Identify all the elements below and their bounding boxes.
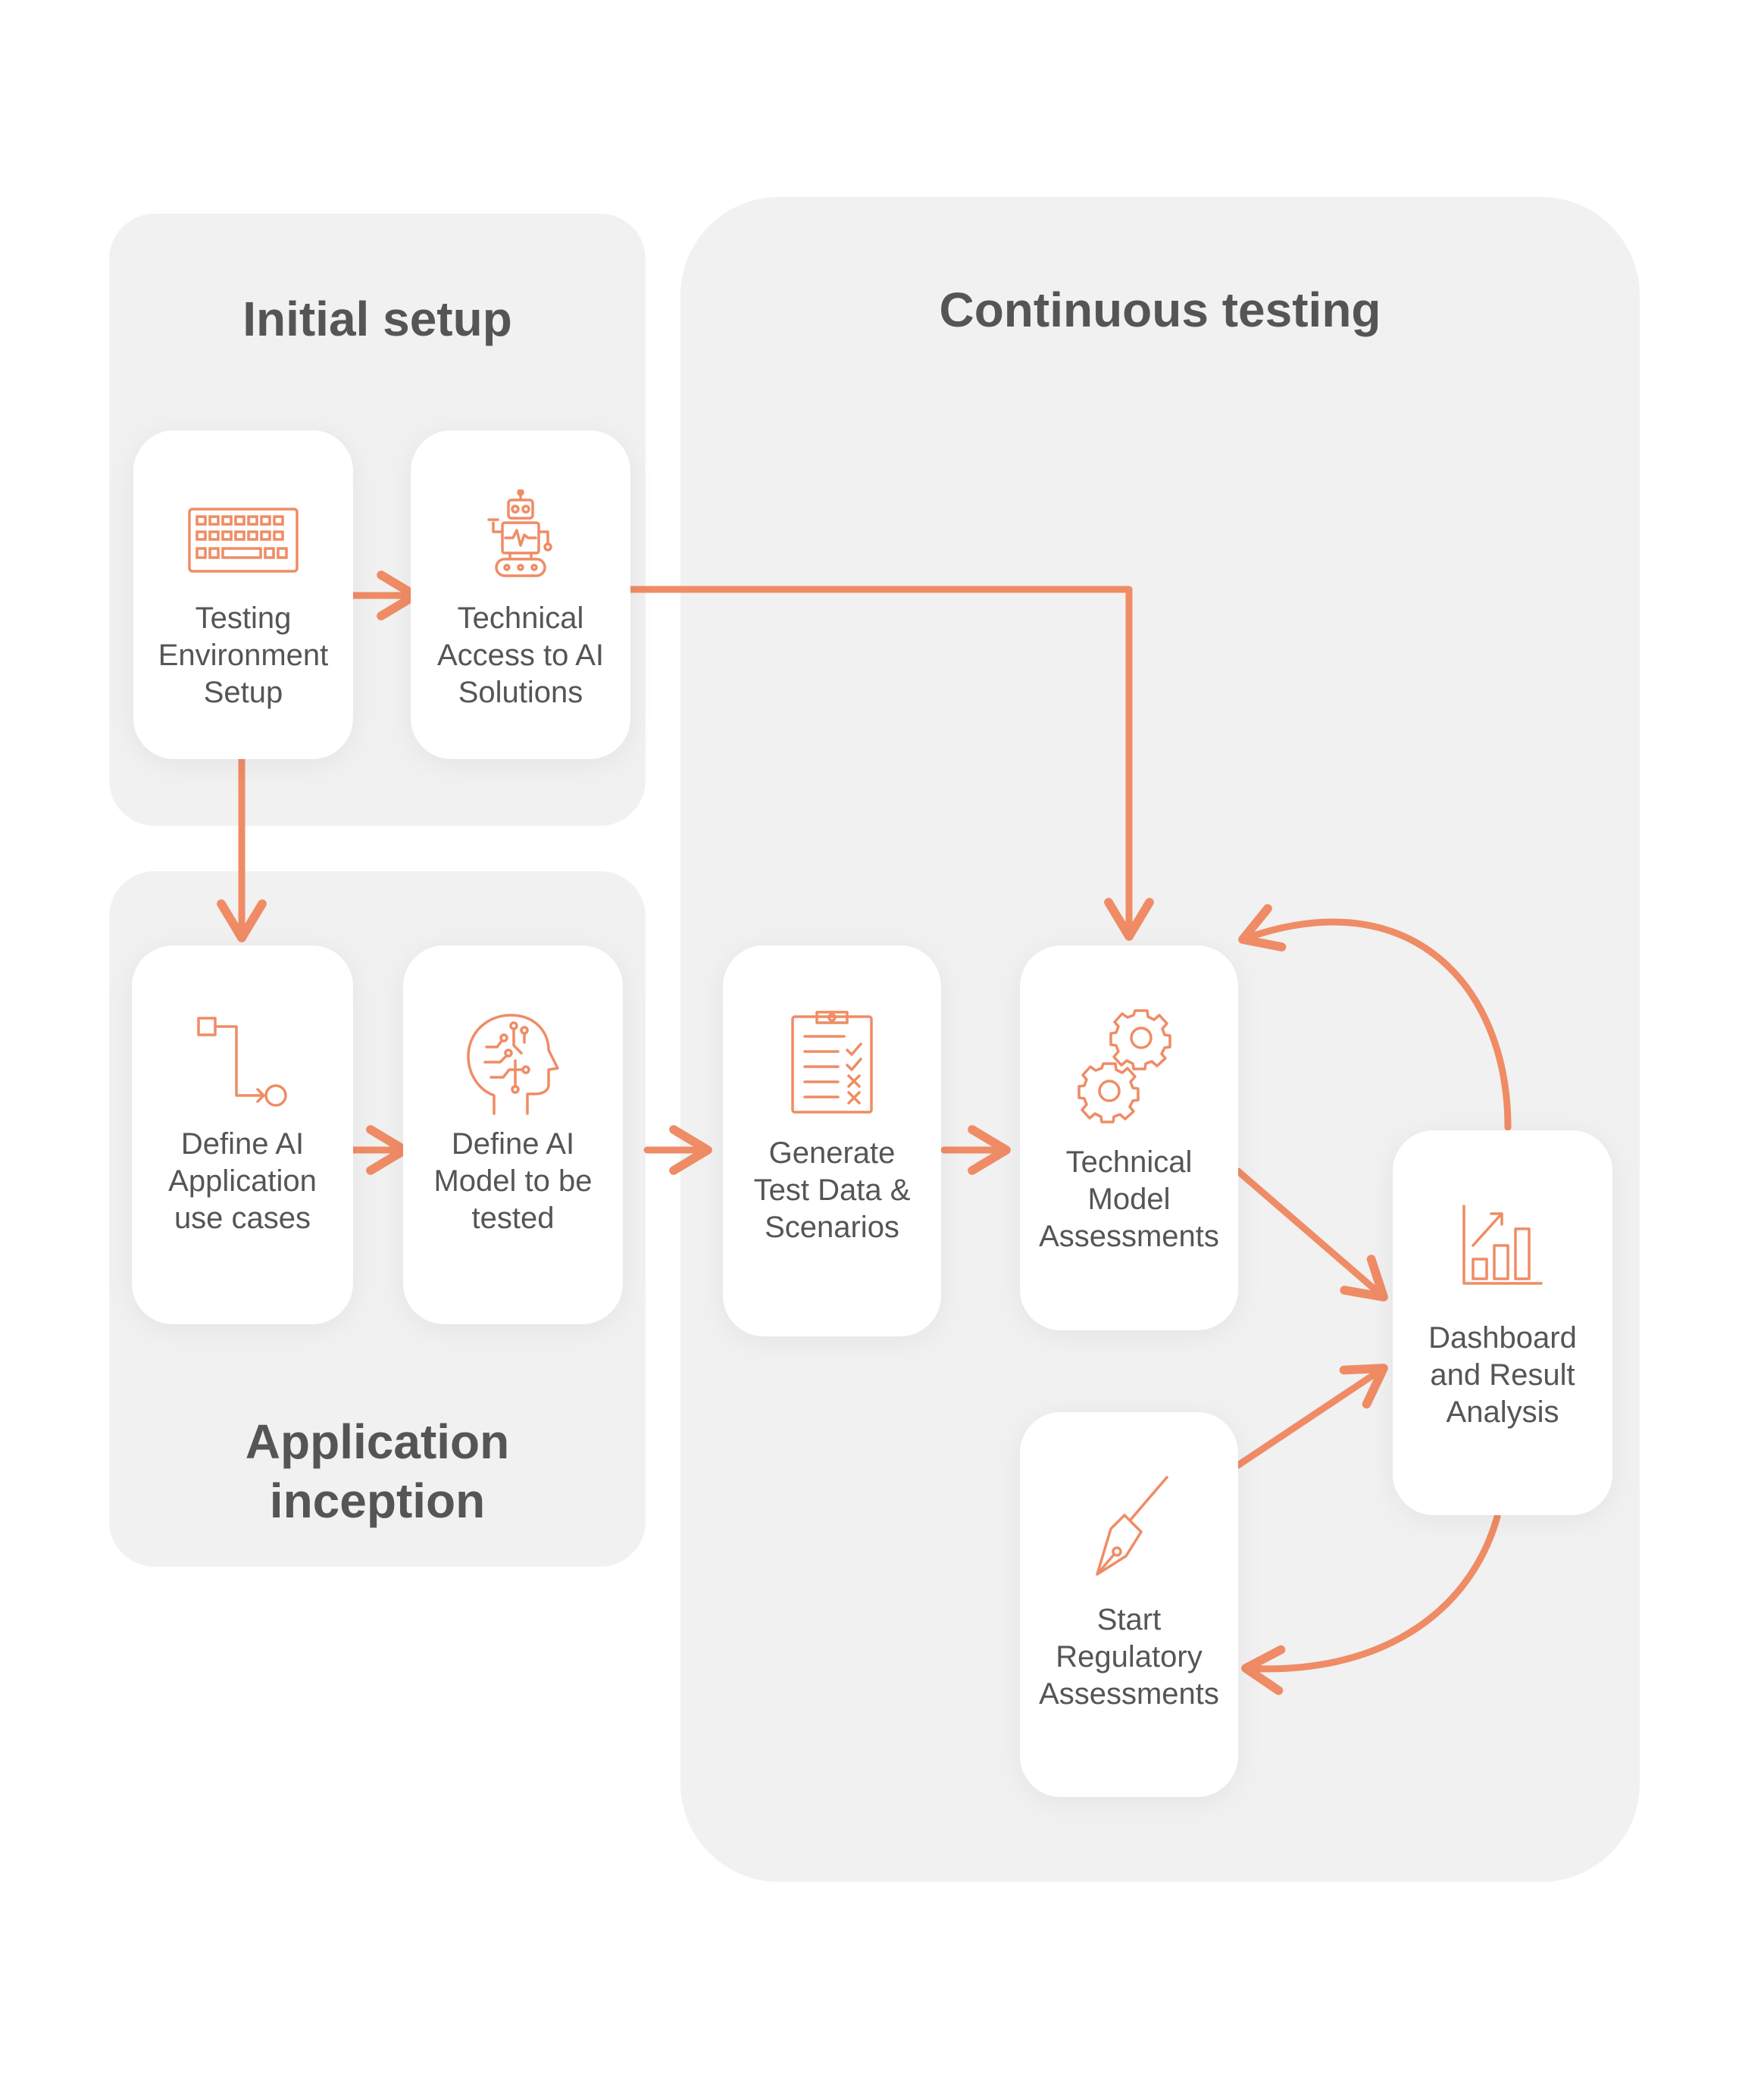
arrow-dashboard-loop-to-technical (1238, 904, 1512, 1131)
card-testing-environment-setup[interactable]: Testing Environment Setup (133, 430, 353, 759)
robot-icon (411, 489, 630, 583)
arrow-access-to-technical (627, 586, 1154, 941)
gears-icon (1020, 1005, 1238, 1126)
clipboard-checklist-icon (723, 1006, 941, 1115)
card-label: Define AI Application use cases (168, 1127, 317, 1235)
continuous-testing-title: Continuous testing (939, 283, 1381, 337)
fountain-pen-icon (1020, 1471, 1238, 1585)
card-define-use-cases[interactable]: Define AI Application use cases (132, 945, 353, 1324)
card-label: Testing Environment Setup (158, 602, 329, 709)
card-technical-access[interactable]: Technical Access to AI Solutions (411, 430, 630, 759)
card-label: Generate Test Data & Scenarios (753, 1136, 911, 1244)
card-generate-test-data[interactable]: Generate Test Data & Scenarios (723, 945, 941, 1336)
card-technical-assessments[interactable]: Technical Model Assessments (1020, 945, 1238, 1330)
keyboard-icon (133, 506, 353, 574)
ai-brain-icon (403, 1011, 623, 1117)
card-define-model[interactable]: Define AI Model to be tested (403, 945, 623, 1324)
card-label: Define AI Model to be tested (433, 1127, 593, 1235)
application-inception-title: Application inception (245, 1414, 510, 1528)
initial-setup-title: Initial setup (242, 292, 512, 346)
arrow-technical-to-dashboard (1234, 1167, 1388, 1302)
card-label: Dashboard and Result Analysis (1428, 1321, 1577, 1429)
arrow-regulatory-to-dashboard (1234, 1364, 1388, 1469)
card-label: Technical Model Assessments (1039, 1145, 1219, 1253)
card-label: Technical Access to AI Solutions (436, 602, 605, 709)
bar-chart-icon (1393, 1203, 1612, 1286)
arrow-dashboard-to-regulatory (1241, 1513, 1501, 1695)
flowchart-icon (132, 1011, 353, 1117)
card-regulatory-assessments[interactable]: Start Regulatory Assessments (1020, 1412, 1238, 1797)
card-dashboard[interactable]: Dashboard and Result Analysis (1393, 1130, 1612, 1515)
card-label: Start Regulatory Assessments (1039, 1603, 1219, 1711)
